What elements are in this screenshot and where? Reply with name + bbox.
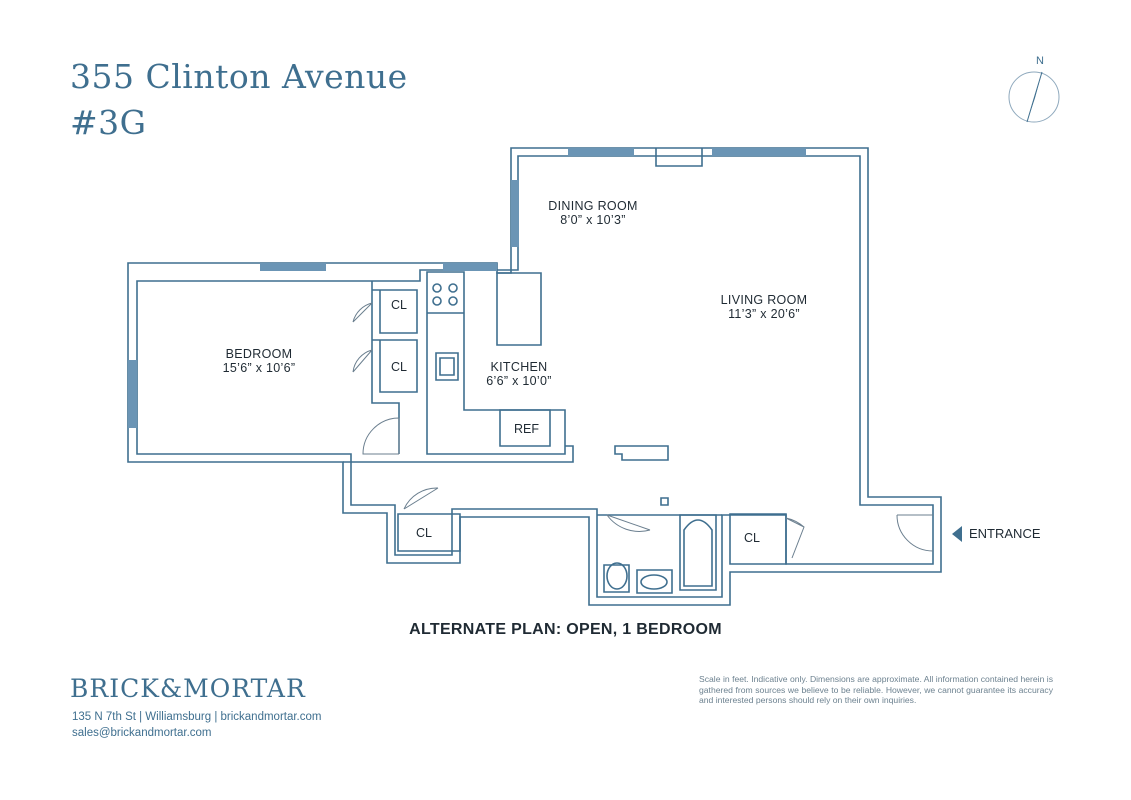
bedroom-label: BEDROOM 15’6” x 10’6”: [196, 347, 322, 375]
bedroom-dims: 15’6” x 10’6”: [222, 361, 296, 375]
refrigerator-label: REF: [514, 422, 539, 436]
disclaimer-text: Scale in feet. Indicative only. Dimensio…: [699, 674, 1053, 705]
dining-room-dims: 8’0” x 10’3”: [560, 213, 626, 227]
bedroom-name: BEDROOM: [225, 347, 293, 361]
compass-north-label: N: [1036, 55, 1044, 67]
kitchen-label: KITCHEN 6’6” x 10’0”: [466, 360, 572, 388]
entrance-label: ENTRANCE: [969, 526, 1041, 541]
plan-caption: ALTERNATE PLAN: OPEN, 1 BEDROOM: [409, 621, 722, 638]
dining-room-name: DINING ROOM: [548, 199, 638, 213]
bedroom-closet-2-label: CL: [391, 360, 407, 374]
living-room-label: LIVING ROOM 11’3” x 20’6”: [701, 293, 827, 321]
brand-email[interactable]: sales@brickandmortar.com: [72, 727, 212, 739]
dining-room-label: DINING ROOM 8’0” x 10’3”: [530, 199, 656, 227]
page-title: 355 Clinton Avenue #3G: [70, 54, 408, 146]
living-room-dims: 11’3” x 20’6”: [728, 307, 800, 321]
title-unit: #3G: [70, 103, 147, 142]
compass-icon: [1008, 71, 1060, 123]
title-address: 355 Clinton Avenue: [70, 57, 408, 96]
kitchen-name: KITCHEN: [490, 360, 548, 374]
bedroom-closet-1-label: CL: [391, 298, 407, 312]
kitchen-dims: 6’6” x 10’0”: [486, 374, 552, 388]
entry-closet-label: CL: [744, 531, 760, 545]
entrance-arrow-icon: [952, 526, 962, 542]
brand-address: 135 N 7th St | Williamsburg | brickandmo…: [72, 711, 322, 723]
brand-logo: BRICK&MORTAR: [70, 674, 306, 703]
hall-closet-label: CL: [416, 526, 432, 540]
living-room-name: LIVING ROOM: [720, 293, 808, 307]
